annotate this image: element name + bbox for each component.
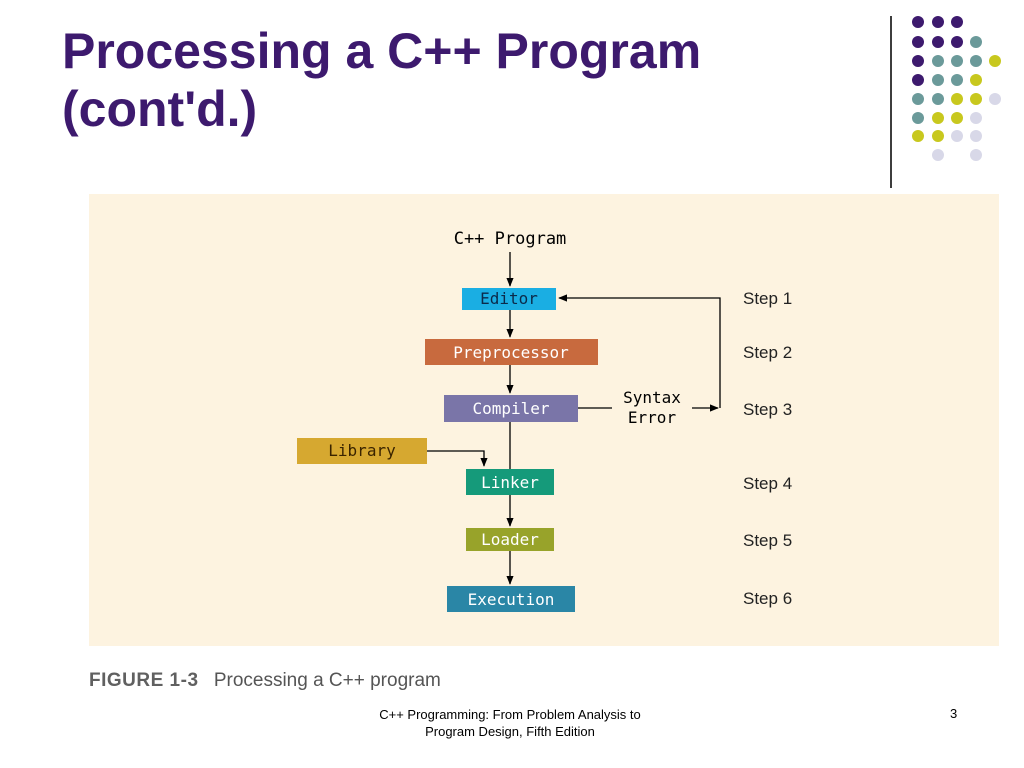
- slide-title-line-1: Processing a C++ Program: [62, 23, 702, 79]
- step-1-label: Step 1: [743, 289, 792, 308]
- compiler-box-fill: [444, 395, 578, 422]
- execution-box-fill: [447, 586, 575, 612]
- loader-box: Loader: [466, 528, 554, 551]
- page-number: 3: [950, 706, 958, 721]
- arrow-library-to-linker: [427, 450, 488, 467]
- compiler-box: Compiler: [444, 395, 578, 422]
- editor-label: Editor: [480, 289, 538, 308]
- arrow-feedback-to-editor: [558, 294, 721, 408]
- execution-box: Execution: [447, 586, 575, 612]
- linker-box: Linker: [466, 469, 554, 495]
- editor-box: Editor: [462, 288, 556, 310]
- figure-caption: FIGURE 1-3 Processing a C++ program: [89, 670, 441, 692]
- slide-title: Processing a C++ Program (cont'd.): [62, 22, 862, 138]
- syntax-error-label-line-2: Error: [628, 408, 677, 427]
- slide-title-line-2: (cont'd.): [62, 81, 258, 137]
- step-3-label: Step 3: [743, 400, 792, 419]
- loader-box-fill: [466, 528, 554, 551]
- input-label: C++ Program: [454, 229, 567, 249]
- syntax-error-label-line-1: Syntax: [623, 388, 681, 407]
- footer-line-2: Program Design, Fifth Edition: [425, 724, 595, 739]
- loader-label: Loader: [481, 530, 539, 549]
- editor-box-fill: [462, 288, 556, 310]
- slide-footer: C++ Programming: From Problem Analysis t…: [340, 706, 680, 740]
- figure-caption-text: Processing a C++ program: [213, 670, 441, 691]
- library-box: Library: [297, 438, 427, 464]
- step-5-label: Step 5: [743, 531, 792, 550]
- compiler-label: Compiler: [472, 399, 549, 418]
- preprocessor-label: Preprocessor: [453, 343, 569, 362]
- library-box-fill: [297, 438, 427, 464]
- execution-label: Execution: [468, 590, 555, 609]
- footer-line-1: C++ Programming: From Problem Analysis t…: [379, 707, 641, 722]
- linker-box-fill: [466, 469, 554, 495]
- step-6-label: Step 6: [743, 589, 792, 608]
- preprocessor-box: Preprocessor: [425, 339, 598, 365]
- preprocessor-box-fill: [425, 339, 598, 365]
- figure-caption-label: FIGURE 1-3: [89, 670, 199, 691]
- library-label: Library: [328, 441, 396, 460]
- step-4-label: Step 4: [743, 474, 792, 493]
- linker-label: Linker: [481, 473, 539, 492]
- step-2-label: Step 2: [743, 343, 792, 362]
- decorative-divider: [890, 16, 892, 188]
